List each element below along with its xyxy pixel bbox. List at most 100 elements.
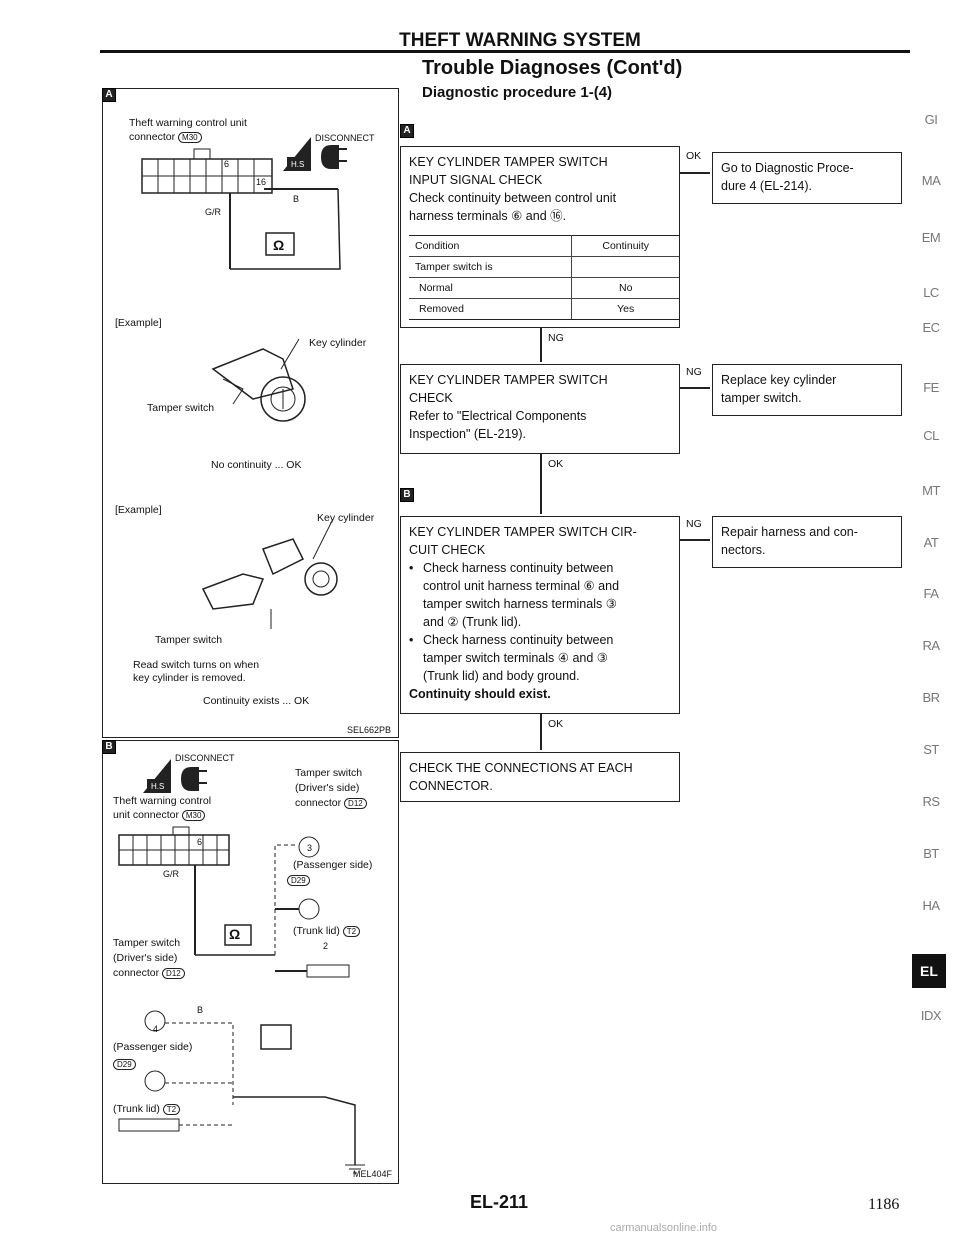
ng-label-3: NG xyxy=(686,518,702,530)
disconnect-icon: H.S xyxy=(281,133,361,178)
svg-text:H.S: H.S xyxy=(291,160,304,169)
connector-code: M30 xyxy=(178,132,202,143)
step-4-line-1: CHECK THE CONNECTIONS AT EACH xyxy=(409,761,633,775)
bullet-1: • Check harness continuity between contr… xyxy=(409,559,671,631)
side-tab-mt[interactable]: MT xyxy=(922,483,940,498)
ts-right-2: (Driver's side) xyxy=(295,782,360,794)
step-2-line-2: CHECK xyxy=(409,391,453,405)
table-cell: Removed xyxy=(409,298,572,320)
step-3-line-1: KEY CYLINDER TAMPER SWITCH CIR- xyxy=(409,525,637,539)
side-tab-rs[interactable]: RS xyxy=(922,794,940,809)
side-tab-ma[interactable]: MA xyxy=(921,173,941,188)
ng-target-line-2: tamper switch. xyxy=(721,391,802,405)
side-tab-el-active[interactable]: EL xyxy=(912,954,946,988)
key-cylinder-illustration xyxy=(203,329,323,444)
side-tab-fe[interactable]: FE xyxy=(923,380,939,395)
table-row: Tamper switch is xyxy=(409,256,679,278)
step-4-line-2: CONNECTOR. xyxy=(409,779,493,793)
arrow-down-3 xyxy=(540,714,542,750)
procedure-title: Diagnostic procedure 1-(4) xyxy=(422,84,613,101)
watermark: carmanualsonline.info xyxy=(610,1222,718,1234)
table-cell: Yes xyxy=(571,298,679,320)
ts-left-2: (Driver's side) xyxy=(113,952,178,964)
tw-label-1: Theft warning control xyxy=(113,795,212,807)
ts-left-3: connector D12 xyxy=(113,967,185,979)
side-tab-ha[interactable]: HA xyxy=(922,898,940,913)
figure-code: SEL662PB xyxy=(347,725,392,735)
side-tab-at[interactable]: AT xyxy=(923,535,939,550)
ok-label-1: OK xyxy=(686,150,702,162)
flow-tag-b: B xyxy=(400,488,414,502)
step-3-box: KEY CYLINDER TAMPER SWITCH CIR- CUIT CHE… xyxy=(400,516,680,714)
step-3-conclusion: Continuity should exist. xyxy=(409,687,551,701)
bullet-1-line-4: and ② (Trunk lid). xyxy=(423,615,522,629)
tamper-switch-label-2: Tamper switch xyxy=(155,634,223,646)
bullet-2-line-2: tamper switch terminals ④ and ③ xyxy=(423,651,608,665)
side-tab-st[interactable]: ST xyxy=(923,742,939,757)
page-subtitle: Trouble Diagnoses (Cont'd) xyxy=(422,57,683,79)
step-2-line-1: KEY CYLINDER TAMPER SWITCH xyxy=(409,373,608,387)
passenger-left-code: D29 xyxy=(113,1059,136,1070)
passenger-right: (Passenger side) xyxy=(293,859,373,871)
trunk-pins: 2 xyxy=(323,941,329,951)
ts-left-1: Tamper switch xyxy=(113,937,181,949)
section-title: THEFT WARNING SYSTEM xyxy=(399,30,641,51)
table-cell: Condition xyxy=(409,235,572,257)
trunk-right: (Trunk lid) T2 xyxy=(293,925,361,937)
side-tab-cl[interactable]: CL xyxy=(923,428,939,443)
key-cylinder-removed-illustration xyxy=(193,518,343,634)
side-tab-br[interactable]: BR xyxy=(922,690,940,705)
side-tab-em[interactable]: EM xyxy=(921,230,941,245)
table-header: Condition Continuity xyxy=(409,235,679,257)
result-continuity: Continuity exists ... OK xyxy=(203,695,310,707)
pin-3-right: 3 xyxy=(307,843,313,853)
ng-target-3-line-1: Repair harness and con- xyxy=(721,525,858,539)
condition-table: Condition Continuity Tamper switch is No… xyxy=(409,235,679,320)
connector-diagram xyxy=(138,147,378,322)
disconnect-label: DISCONNECT xyxy=(175,753,235,763)
side-tab-ec[interactable]: EC xyxy=(922,320,940,335)
ok-label-3: OK xyxy=(548,718,564,730)
key-cylinder-label: Key cylinder xyxy=(309,337,367,349)
trunk-right-code: T2 xyxy=(342,926,361,937)
ng-label-1: NG xyxy=(548,332,564,344)
side-tab-fa[interactable]: FA xyxy=(923,586,939,601)
tw-code: M30 xyxy=(181,810,206,821)
side-tab-ra[interactable]: RA xyxy=(922,638,940,653)
step-1-line-2: INPUT SIGNAL CHECK xyxy=(409,173,543,187)
replace-key-cylinder-box: Replace key cylinder tamper switch. xyxy=(712,364,902,416)
step-1-box: KEY CYLINDER TAMPER SWITCH INPUT SIGNAL … xyxy=(400,146,680,328)
table-cell: Normal xyxy=(409,277,572,299)
ts-right-code: D12 xyxy=(344,798,367,809)
side-tab-gi[interactable]: GI xyxy=(924,112,938,127)
wire-color-b: G/R xyxy=(163,869,180,879)
table-cell: No xyxy=(571,277,679,299)
side-tab-idx[interactable]: IDX xyxy=(920,1008,942,1023)
ok-target-line-2: dure 4 (EL-214). xyxy=(721,179,813,193)
table-cell: Tamper switch is xyxy=(409,256,572,278)
step-2-line-4: Inspection" (EL-219). xyxy=(409,427,526,441)
bullet-2: • Check harness continuity between tampe… xyxy=(409,631,671,685)
example-label-2: [Example] xyxy=(115,504,162,516)
step-4-box: CHECK THE CONNECTIONS AT EACH CONNECTOR. xyxy=(400,752,680,802)
step-1-line-1: KEY CYLINDER TAMPER SWITCH xyxy=(409,155,608,169)
tw-label-2: unit connector M30 xyxy=(113,809,206,821)
step-1-line-3: Check continuity between control unit xyxy=(409,191,617,205)
ts-right-3: connector D12 xyxy=(295,797,367,809)
svg-text:H.S: H.S xyxy=(151,782,164,791)
side-tab-lc[interactable]: LC xyxy=(923,285,939,300)
pin-4: 4 xyxy=(153,1024,159,1034)
wire-color: G/R xyxy=(205,207,222,217)
note-line-1: Read switch turns on when xyxy=(133,659,260,671)
table-cell: Continuity xyxy=(571,235,679,257)
example-label: [Example] xyxy=(115,317,162,329)
disconnect-label: DISCONNECT xyxy=(315,133,375,143)
ng-label-2: NG xyxy=(686,366,702,378)
go-to-procedure-box: Go to Diagnostic Proce- dure 4 (EL-214). xyxy=(712,152,902,204)
bullet-1-line-3: tamper switch harness terminals ③ xyxy=(423,597,617,611)
step-2-box: KEY CYLINDER TAMPER SWITCH CHECK Refer t… xyxy=(400,364,680,454)
side-tab-bt[interactable]: BT xyxy=(923,846,939,861)
step-1-line-4: harness terminals ⑥ and ⑯. xyxy=(409,209,567,223)
passenger-left: (Passenger side) xyxy=(113,1041,193,1053)
connector-label-2: connector M30 xyxy=(129,131,202,143)
